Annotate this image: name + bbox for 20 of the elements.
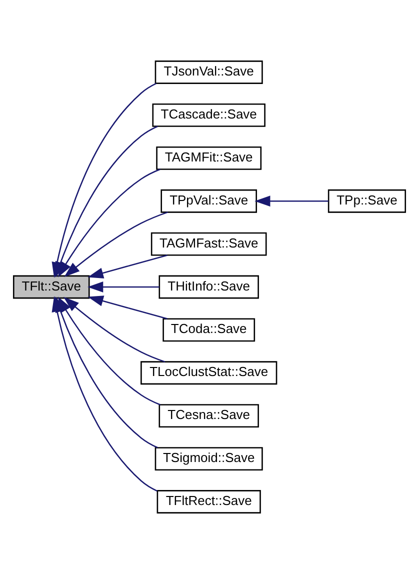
node-box: TAGMFit::Save	[156, 146, 262, 170]
node-box: TLocClustStat::Save	[140, 360, 278, 384]
node-box: TFlt::Save	[13, 274, 90, 298]
node-box: TAGMFast::Save	[150, 232, 267, 256]
node-box: TPp::Save	[328, 188, 406, 212]
arrow	[64, 211, 168, 276]
node-box: TSigmoid::Save	[154, 446, 263, 470]
arrow	[88, 254, 168, 278]
node-box: TCesna::Save	[158, 404, 259, 428]
node-box: TCascade::Save	[152, 103, 266, 126]
arrow	[88, 281, 160, 292]
node-box: THitInfo::Save	[158, 274, 259, 298]
node-box: TPpVal::Save	[160, 188, 257, 212]
node-box: TFltRect::Save	[156, 490, 261, 513]
node-box: TJsonVal::Save	[154, 60, 263, 84]
arrow	[58, 168, 161, 277]
node-box: TCoda::Save	[162, 318, 256, 342]
arrow	[64, 296, 166, 362]
arrow	[88, 295, 168, 319]
arrow	[254, 195, 328, 206]
